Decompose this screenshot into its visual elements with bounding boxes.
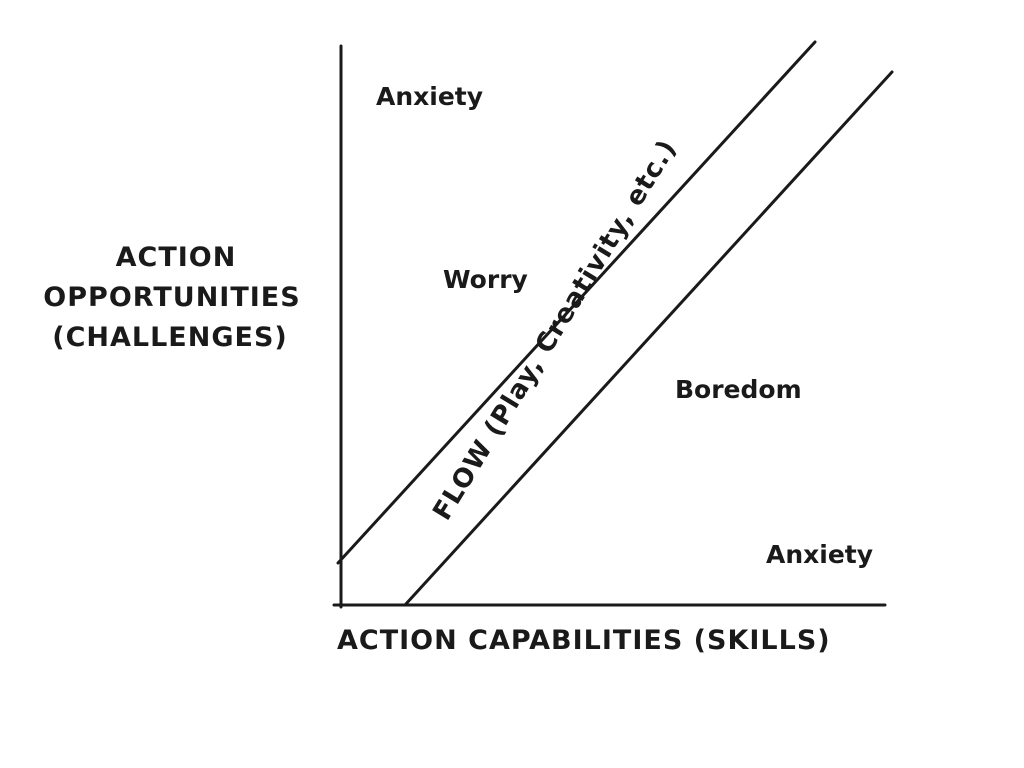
region-label-anxiety-top: Anxiety (376, 82, 483, 111)
flow-channel-lower-boundary (403, 70, 894, 607)
y-axis-label-line-1: ACTION (116, 242, 237, 273)
flow-channel-upper-boundary (336, 40, 817, 565)
y-axis-label-line-3: (CHALLENGES) (52, 322, 288, 353)
region-label-anxiety-bottom: Anxiety (766, 540, 873, 569)
flow-channel-label: FLOW (Play, Creativity, etc.) (427, 134, 683, 525)
y-axis-label-line-2: OPPORTUNITIES (43, 282, 300, 313)
region-label-boredom: Boredom (675, 375, 802, 404)
region-label-worry: Worry (443, 265, 528, 294)
x-axis-label: ACTION CAPABILITIES (SKILLS) (337, 625, 831, 656)
